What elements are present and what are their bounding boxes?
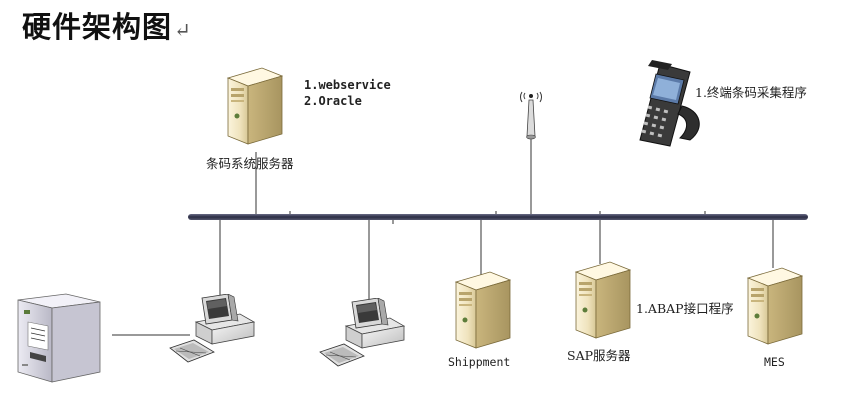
desktop-pc-1 <box>169 294 255 363</box>
shipment-label: Shippment <box>448 355 511 369</box>
paragraph-mark: ↵ <box>174 18 192 42</box>
sap-note: 1.ABAP接口程序 <box>636 301 734 316</box>
barcode-server-note-2: 2.Oracle <box>304 94 362 108</box>
handheld-scanner-icon <box>639 60 700 147</box>
mes-label: MES <box>764 355 785 369</box>
mes-server <box>747 267 803 345</box>
barcode-server-label: 条码系统服务器 <box>206 156 294 171</box>
title-text: 硬件架构图 <box>22 10 173 44</box>
desktop-pc-2 <box>319 298 405 367</box>
label-printer-icon <box>17 293 101 383</box>
sap-label: SAP服务器 <box>567 348 631 363</box>
sap-server <box>575 261 631 339</box>
connection-lines <box>112 138 774 336</box>
bus-ticks <box>289 211 706 224</box>
barcode-server-note-1: 1.webservice <box>304 78 391 92</box>
shipment-server <box>455 271 511 349</box>
scanner-label: 1.终端条码采集程序 <box>695 85 807 100</box>
barcode-server <box>227 67 283 145</box>
antenna-icon <box>520 91 542 140</box>
network-bus <box>188 214 808 220</box>
page-title: 硬件架构图↵ <box>22 4 192 46</box>
